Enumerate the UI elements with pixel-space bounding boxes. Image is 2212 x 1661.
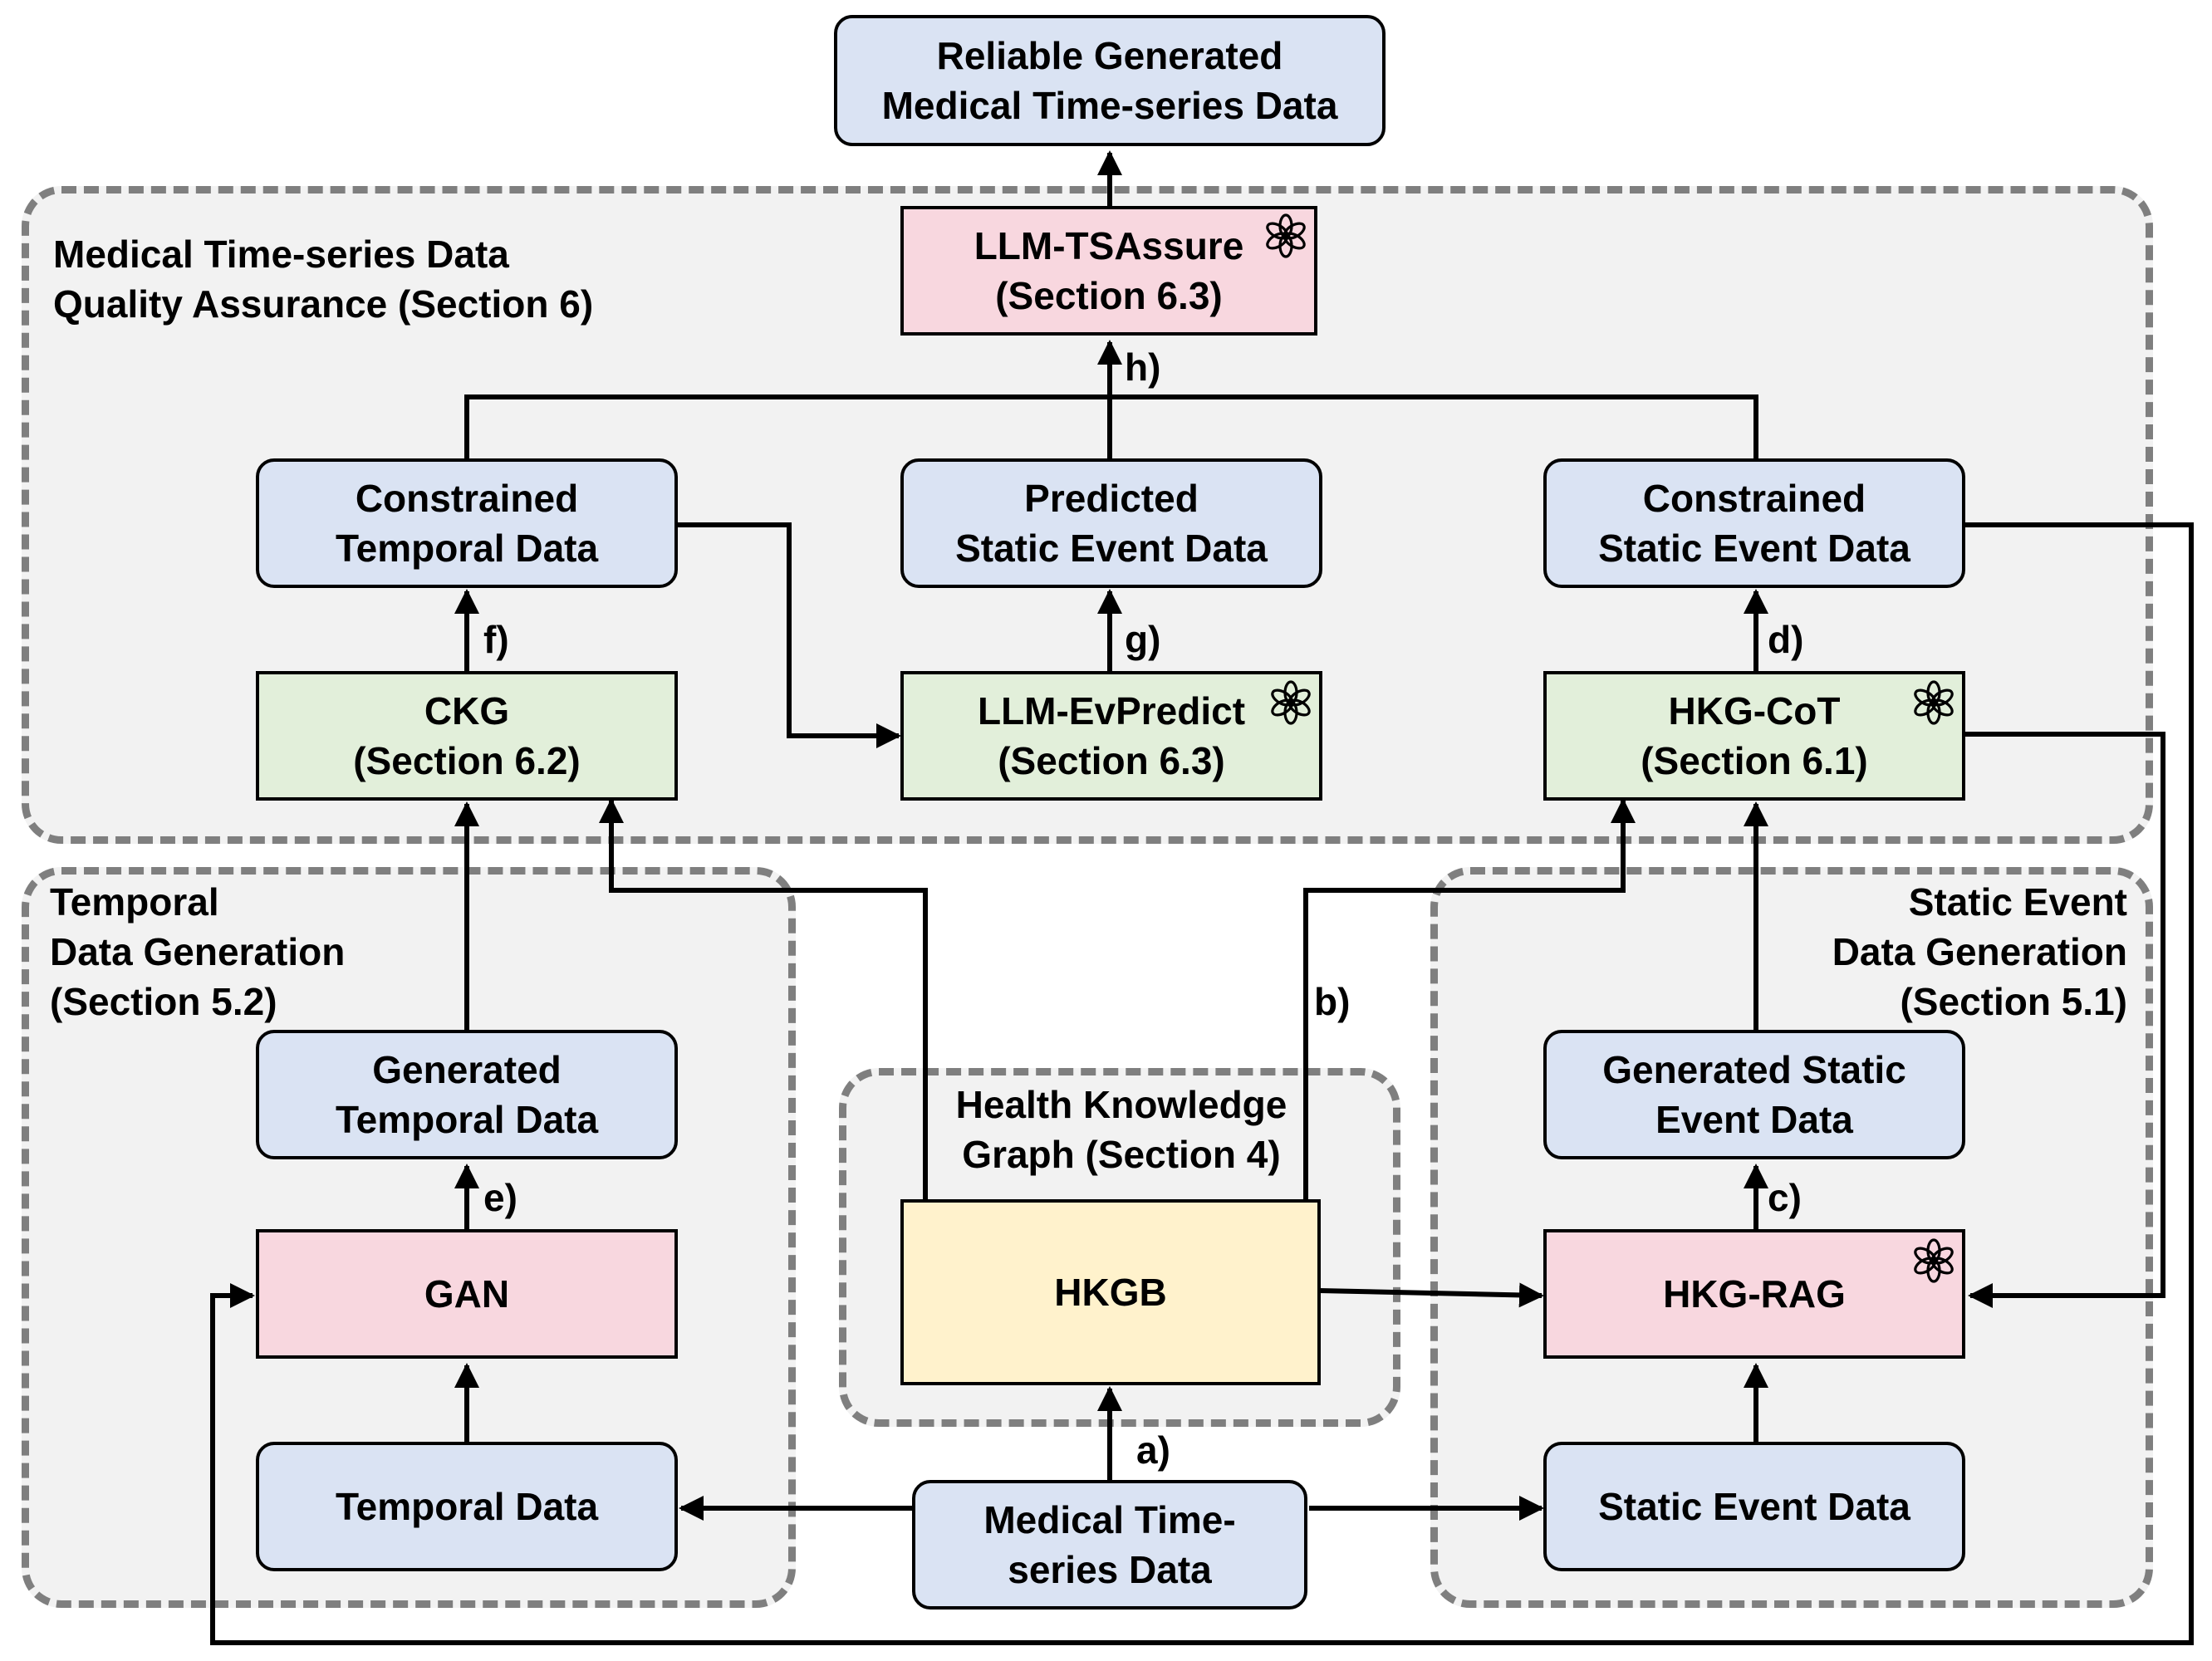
node-constrained-static: Constrained Static Event Data — [1543, 458, 1965, 588]
static-generation-label: Static Event Data Generation (Section 5.… — [1832, 880, 2127, 1023]
edge-label-d: d) — [1768, 618, 1804, 661]
edge-hkgb-rag — [1318, 1282, 1544, 1308]
quality-assurance-label: Medical Time-series Data Quality Assuran… — [53, 233, 594, 326]
edge-hkgb-ckg — [599, 798, 928, 1199]
openai-logo-icon — [1914, 680, 1954, 725]
openai-logo-icon — [1914, 1238, 1954, 1283]
temporal-generation-label: Temporal Data Generation (Section 5.2) — [50, 880, 346, 1023]
node-llm-evpredict: LLM-EvPredict (Section 6.3) — [900, 671, 1322, 801]
node-static-event-data: Static Event Data — [1543, 1442, 1965, 1571]
edge-b — [1303, 798, 1636, 1199]
edge-temporal-evpredict — [676, 522, 901, 748]
node-medical-ts-data: Medical Time- series Data — [912, 1480, 1307, 1610]
node-llm-tsassure: LLM-TSAssure (Section 6.3) — [900, 206, 1317, 336]
openai-logo-icon — [1266, 213, 1306, 258]
edge-static-loop — [210, 522, 2194, 1645]
node-generated-temporal: Generated Temporal Data — [256, 1030, 678, 1159]
node-gan: GAN — [256, 1229, 678, 1359]
node-generated-static: Generated Static Event Data — [1543, 1030, 1965, 1159]
edge-cot-rag — [1965, 732, 2165, 1308]
edge-label-g: g) — [1125, 618, 1161, 661]
edge-label-b: b) — [1314, 980, 1351, 1023]
edge-label-e: e) — [483, 1176, 517, 1219]
node-reliable-output: Reliable Generated Medical Time-series D… — [834, 15, 1386, 146]
node-hkg-cot: HKG-CoT (Section 6.1) — [1543, 671, 1965, 801]
openai-logo-icon — [1271, 680, 1311, 725]
edge-label-c: c) — [1768, 1176, 1802, 1219]
node-constrained-temporal: Constrained Temporal Data — [256, 458, 678, 588]
node-hkgb: HKGB — [900, 1199, 1321, 1385]
edge-label-h: h) — [1125, 345, 1161, 389]
hkg-label: Health Knowledge Graph (Section 4) — [955, 1083, 1287, 1176]
node-hkg-rag: HKG-RAG — [1543, 1229, 1965, 1359]
node-predicted-static: Predicted Static Event Data — [900, 458, 1322, 588]
edge-label-f: f) — [483, 618, 509, 661]
edge-label-a: a) — [1136, 1428, 1170, 1472]
node-temporal-data: Temporal Data — [256, 1442, 678, 1571]
node-ckg: CKG (Section 6.2) — [256, 671, 678, 801]
